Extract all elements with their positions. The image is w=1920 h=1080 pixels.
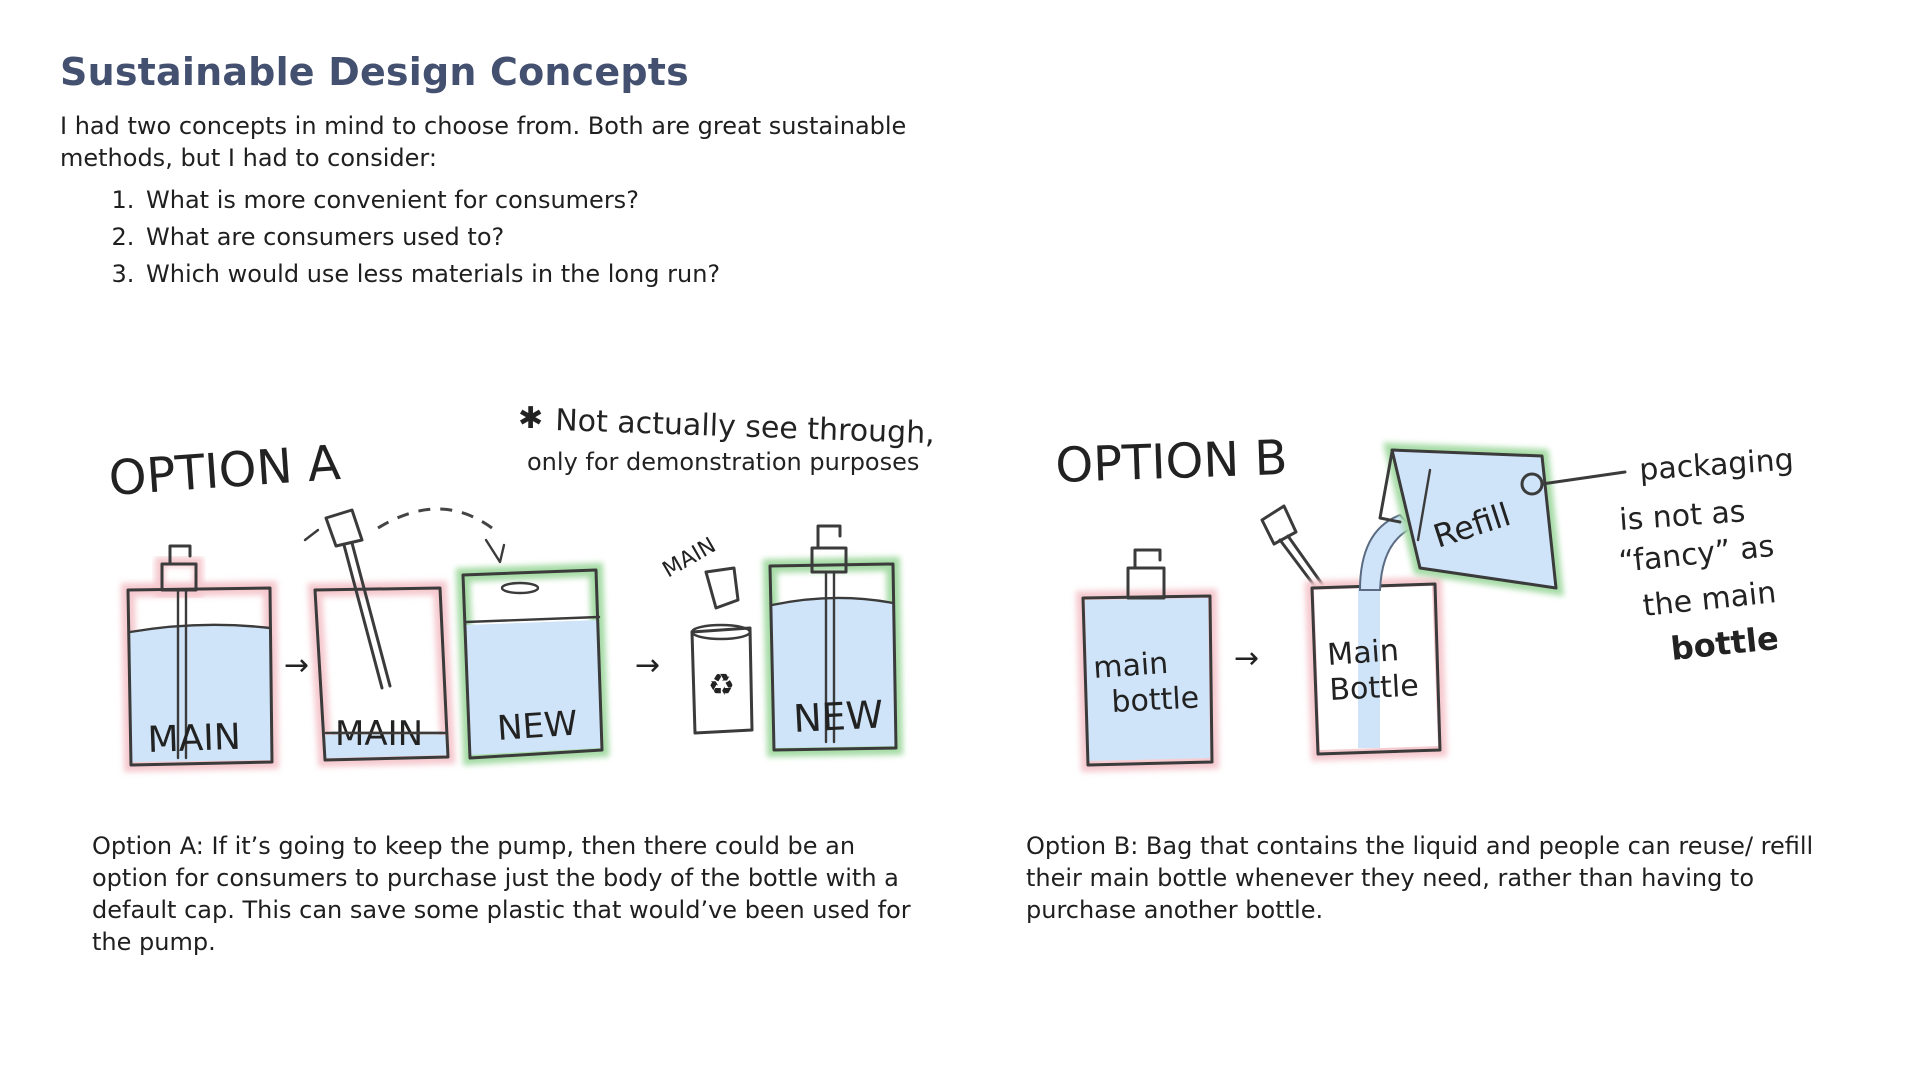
arrow-icon: → <box>635 648 660 683</box>
option-a-note-line2: only for demonstration purposes <box>527 448 919 476</box>
option-b-note-line5: bottle <box>1669 619 1781 668</box>
bottle-label-line1: main <box>1092 646 1169 686</box>
main-bottle-with-pump: main bottle <box>1075 548 1220 773</box>
bottle-pump-removed: MAIN <box>303 507 506 768</box>
callout-line <box>1540 470 1627 486</box>
main-bottle-with-pump: MAIN <box>120 544 280 773</box>
option-a-note-line1: Not actually see through, <box>555 403 936 451</box>
question-item: Which would use less materials in the lo… <box>142 256 720 293</box>
recycle-bin-icon: ♻ <box>690 623 754 735</box>
bottle-label-line2: bottle <box>1111 680 1200 720</box>
discarded-tag-label: MAIN <box>659 533 721 583</box>
option-a-caption: Option A: If it’s going to keep the pump… <box>92 832 911 956</box>
new-bottle-with-pump: NEW <box>762 524 904 758</box>
question-item: What are consumers used to? <box>142 219 720 256</box>
bottle-label: MAIN <box>147 717 242 761</box>
option-a-heading: OPTION A <box>107 435 342 507</box>
option-b-sketch: OPTION B main bottle → Main Bottle <box>1054 430 1795 773</box>
new-bottle-body: NEW <box>455 562 610 766</box>
bottle-label: NEW <box>496 703 579 749</box>
option-b-caption: Option B: Bag that contains the liquid a… <box>1026 832 1814 924</box>
question-item: What is more convenient for consumers? <box>142 182 720 219</box>
svg-text:♻: ♻ <box>708 668 735 703</box>
detached-pump <box>1260 504 1324 590</box>
main-bottle-refill-target: Main Bottle <box>1304 576 1448 762</box>
option-b-note-line4: the main <box>1641 575 1778 624</box>
intro-text: I had two concepts in mind to choose fro… <box>60 112 907 172</box>
arrow-icon: → <box>284 648 309 683</box>
option-b-heading: OPTION B <box>1054 430 1288 494</box>
discarded-pump-tag <box>704 566 740 610</box>
question-list: What is more convenient for consumers? W… <box>84 182 720 293</box>
bottle-label-line2: Bottle <box>1329 668 1420 708</box>
bottle-label-line1: Main <box>1326 633 1400 673</box>
refill-bag: Refill <box>1378 442 1564 597</box>
option-b-note-line1: packaging <box>1638 442 1795 488</box>
arrow-icon: → <box>1234 641 1259 676</box>
bottle-label: NEW <box>792 692 884 741</box>
page-title: Sustainable Design Concepts <box>60 50 689 94</box>
star-icon: ✱ <box>518 401 543 436</box>
option-a-sketch: OPTION A ✱ Not actually see through, onl… <box>107 401 936 773</box>
option-b-note-line2: is not as <box>1618 494 1746 538</box>
